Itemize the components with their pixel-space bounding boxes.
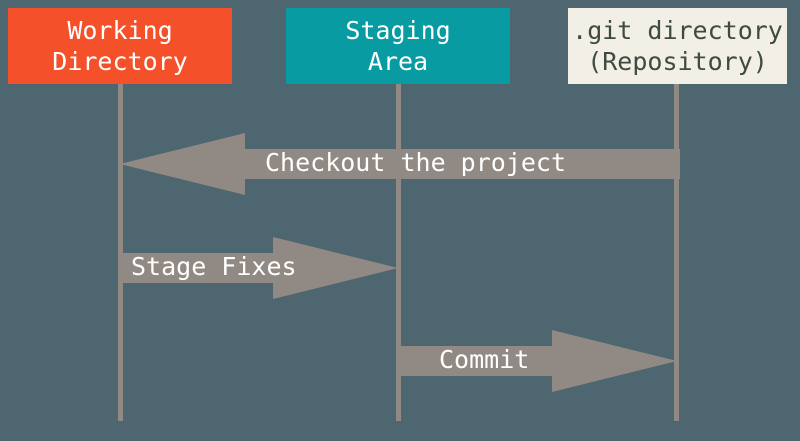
node-staging-area-line2: Area xyxy=(367,47,429,76)
lifeline-staging-area xyxy=(396,84,401,421)
node-staging-area: Staging Area xyxy=(286,8,510,84)
node-working-directory-line1: Working xyxy=(67,16,173,45)
arrow-label-commit: Commit xyxy=(439,345,530,374)
lifeline-working-directory xyxy=(118,84,123,421)
arrow-commit xyxy=(396,328,679,394)
arrow-commit-shape xyxy=(396,330,677,392)
node-staging-area-line1: Staging xyxy=(345,16,451,45)
arrow-label-stage-fixes: Stage Fixes xyxy=(131,252,297,281)
node-working-directory-line2: Directory xyxy=(52,47,188,76)
arrow-stage-fixes xyxy=(118,235,400,301)
arrow-stage-fixes-shape xyxy=(118,237,398,299)
node-git-directory-line1: .git directory xyxy=(572,16,783,45)
node-git-directory: .git directory (Repository) xyxy=(568,8,787,84)
node-git-directory-line2: (Repository) xyxy=(587,47,768,76)
node-working-directory: Working Directory xyxy=(8,8,232,84)
arrow-checkout-shape xyxy=(120,133,680,195)
arrow-checkout-the-project xyxy=(118,131,680,197)
lifeline-git-directory xyxy=(674,84,679,421)
arrow-label-checkout-the-project: Checkout the project xyxy=(265,148,567,177)
